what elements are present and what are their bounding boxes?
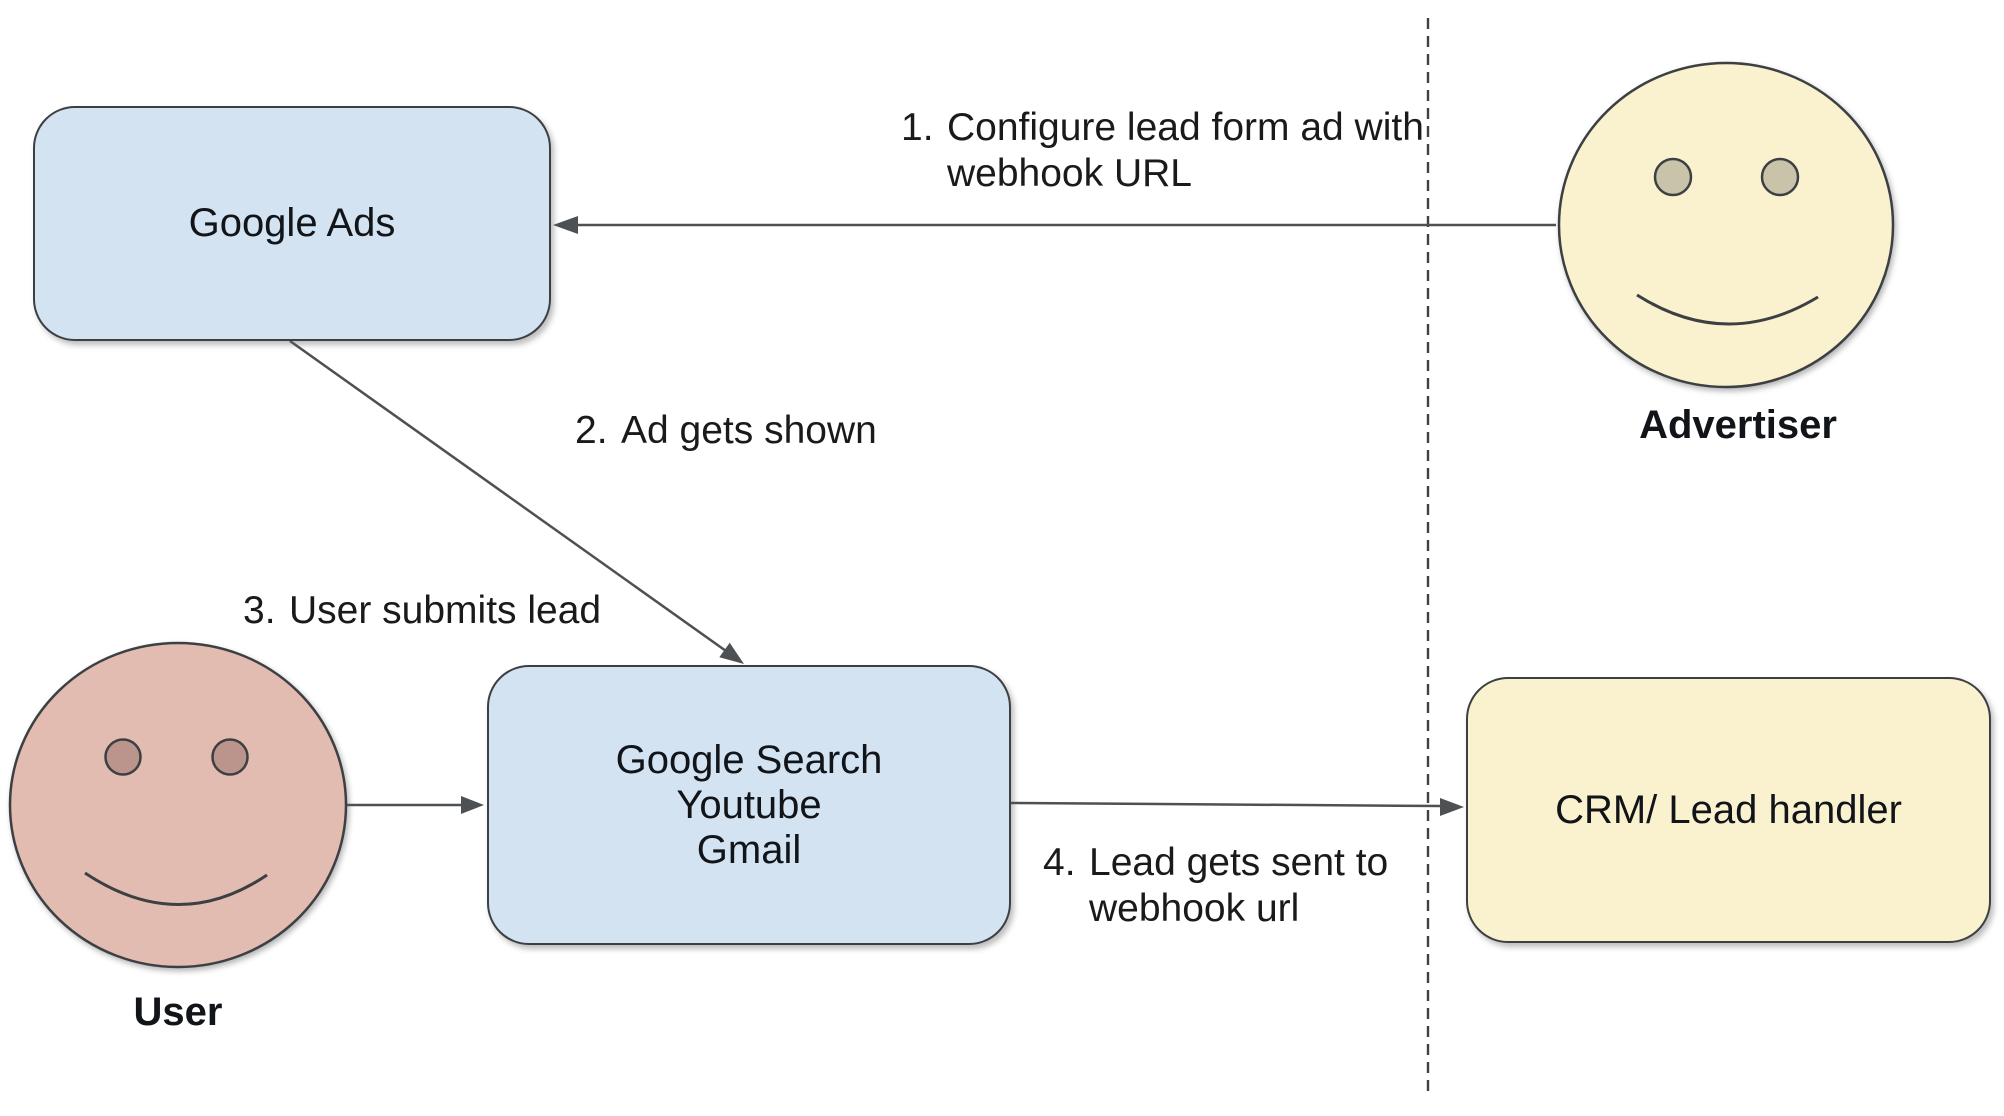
step-2-text: Ad gets shown bbox=[621, 409, 877, 452]
google-ads-box: Google Ads bbox=[33, 106, 551, 341]
arrow-1-head-icon bbox=[553, 216, 578, 234]
step-2-number: 2. bbox=[575, 409, 608, 452]
arrow-lead-sent-to-webhook bbox=[1010, 798, 1464, 816]
arrow-2-head-icon bbox=[719, 642, 744, 664]
step-4-text: Lead gets sent to bbox=[1089, 841, 1389, 884]
arrow-4-head-icon bbox=[1440, 798, 1464, 816]
step-1-label: 1. Configure lead form ad with webhook UR… bbox=[901, 105, 1424, 197]
user-head bbox=[8, 641, 348, 969]
arrow-3-head-icon bbox=[461, 796, 484, 814]
google-properties-line-2: Youtube bbox=[676, 782, 822, 827]
google-properties-line-1: Google Search bbox=[615, 737, 883, 782]
arrow-4-line bbox=[1010, 801, 1442, 808]
user-left-eye-icon bbox=[104, 738, 142, 776]
step-3-line-1: 3. User submits lead bbox=[243, 588, 602, 634]
crm-lead-handler-box: CRM/ Lead handler bbox=[1466, 677, 1991, 943]
step-4-number: 4. bbox=[1043, 841, 1076, 884]
google-properties-box: Google Search Youtube Gmail bbox=[487, 665, 1011, 945]
advertiser-head bbox=[1557, 61, 1895, 389]
step-3-number: 3. bbox=[243, 589, 276, 632]
step-1-number: 1. bbox=[901, 106, 934, 149]
user-face-icon bbox=[8, 641, 348, 969]
step-2-line-1: 2. Ad gets shown bbox=[575, 408, 877, 454]
arrow-2-line bbox=[289, 339, 727, 653]
arrow-ad-gets-shown bbox=[289, 339, 744, 664]
step-1-line-1: 1. Configure lead form ad with bbox=[901, 105, 1424, 151]
step-4-line-1: 4. Lead gets sent to bbox=[1043, 840, 1389, 886]
advertiser-label: Advertiser bbox=[1639, 403, 1837, 447]
advertiser-face-icon bbox=[1557, 61, 1895, 389]
google-ads-box-label: Google Ads bbox=[188, 201, 396, 245]
user-smile-icon bbox=[84, 871, 268, 906]
step-4-label: 4. Lead gets sent to webhook url bbox=[1043, 840, 1388, 932]
step-1-text: Configure lead form ad with bbox=[947, 106, 1424, 149]
arrow-configure-lead-form bbox=[553, 216, 1556, 234]
step-2-label: 2. Ad gets shown bbox=[575, 408, 877, 454]
step-3-label: 3. User submits lead bbox=[243, 588, 601, 634]
advertiser-smile-icon bbox=[1636, 293, 1819, 326]
advertiser-right-eye-icon bbox=[1760, 157, 1800, 197]
step-1-line-2: webhook URL bbox=[947, 152, 1192, 195]
user-label: User bbox=[133, 990, 223, 1034]
step-4-line-2: webhook url bbox=[1089, 887, 1300, 930]
crm-box-label: CRM/ Lead handler bbox=[1555, 787, 1902, 832]
arrow-user-submits-lead bbox=[347, 796, 484, 814]
user-right-eye-icon bbox=[211, 738, 249, 776]
advertiser-left-eye-icon bbox=[1653, 157, 1693, 197]
google-properties-box-label: Google Search Youtube Gmail bbox=[616, 738, 883, 873]
google-properties-line-3: Gmail bbox=[696, 827, 802, 872]
step-3-text: User submits lead bbox=[289, 589, 602, 632]
